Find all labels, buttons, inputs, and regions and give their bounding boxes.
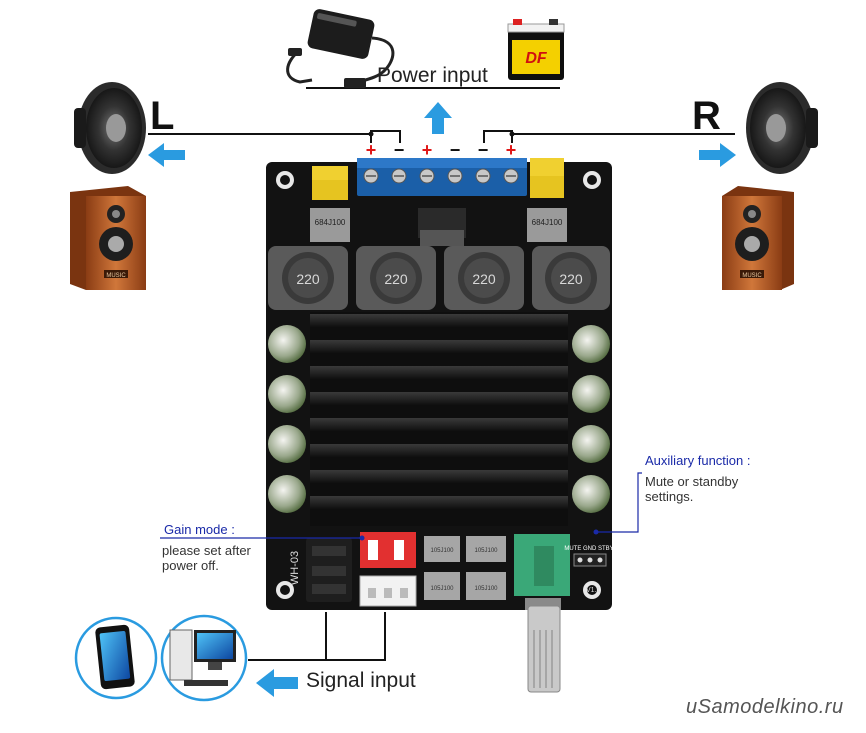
- computer-icon: [160, 614, 248, 702]
- woofer-icon: [746, 82, 818, 174]
- version-mark: V1.1: [586, 587, 601, 594]
- capacitor-mark: 684J100: [532, 218, 563, 227]
- signal-input-label: Signal input: [306, 669, 416, 692]
- bookshelf-speaker-icon: MUSIC: [722, 186, 794, 290]
- right-arrow-icon: [699, 143, 736, 167]
- inductor-mark: 220: [296, 271, 320, 287]
- cap-mark: 105J100: [474, 548, 498, 554]
- terminal-polarity: + − + − − +: [366, 140, 517, 160]
- inductor-mark: 220: [472, 271, 496, 287]
- polarity-mark: +: [366, 140, 377, 160]
- gain-mode-text-2: power off.: [162, 558, 219, 573]
- inductor-mark: 220: [384, 271, 408, 287]
- aux-function-text-2: settings.: [645, 489, 694, 504]
- header-mark: MUTE GND STBY: [564, 546, 613, 552]
- right-channel-label: R: [692, 94, 721, 138]
- battery-icon: DF: [507, 19, 565, 80]
- polarity-mark: −: [450, 140, 461, 160]
- speaker-badge: MUSIC: [106, 273, 126, 279]
- inductor-mark: 220: [559, 271, 583, 287]
- polarity-mark: −: [394, 140, 405, 160]
- annotation-leaders: [160, 472, 642, 539]
- arrows: [148, 102, 736, 697]
- signal-arrow-icon: [256, 669, 298, 697]
- signal-input-line: [248, 612, 327, 661]
- phone-icon: [74, 616, 158, 700]
- bookshelf-speaker-icon: MUSIC: [70, 186, 146, 290]
- polarity-mark: +: [506, 140, 517, 160]
- capacitor-mark: 684J100: [315, 218, 346, 227]
- battery-brand: DF: [525, 50, 548, 67]
- gain-mode-text-1: please set after: [162, 543, 251, 558]
- cap-mark: 105J100: [430, 586, 454, 592]
- polarity-mark: +: [422, 140, 433, 160]
- heatsink: [310, 312, 568, 526]
- polarity-mark: −: [478, 140, 489, 160]
- power-adapter-icon: [286, 9, 395, 88]
- amplifier-board: 684J100 684J100 220 220 220 220: [266, 158, 614, 693]
- left-channel-line: [148, 133, 372, 143]
- pot-shaft: [527, 605, 561, 693]
- speaker-badge: MUSIC: [742, 273, 762, 279]
- left-arrow-icon: [148, 143, 185, 167]
- gain-mode-title: Gain mode :: [164, 522, 235, 537]
- cap-mark: 105J100: [474, 586, 498, 592]
- aux-function-title: Auxiliary function :: [645, 453, 751, 468]
- electrolytic-capacitors: [268, 325, 610, 513]
- watermark: uSamodelkino.ru: [686, 696, 844, 718]
- film-capacitor: [530, 158, 564, 178]
- woofer-icon: [74, 82, 146, 174]
- power-arrow-icon: [424, 102, 452, 134]
- left-channel-label: L: [150, 94, 175, 138]
- aux-leader: [596, 472, 642, 533]
- model-mark: WH-03: [289, 551, 301, 585]
- power-input-label: Power input: [377, 64, 488, 87]
- inductors: [268, 246, 610, 310]
- wiring: [148, 87, 735, 661]
- aux-function-text-1: Mute or standby: [645, 474, 739, 489]
- cap-mark: 105J100: [430, 548, 454, 554]
